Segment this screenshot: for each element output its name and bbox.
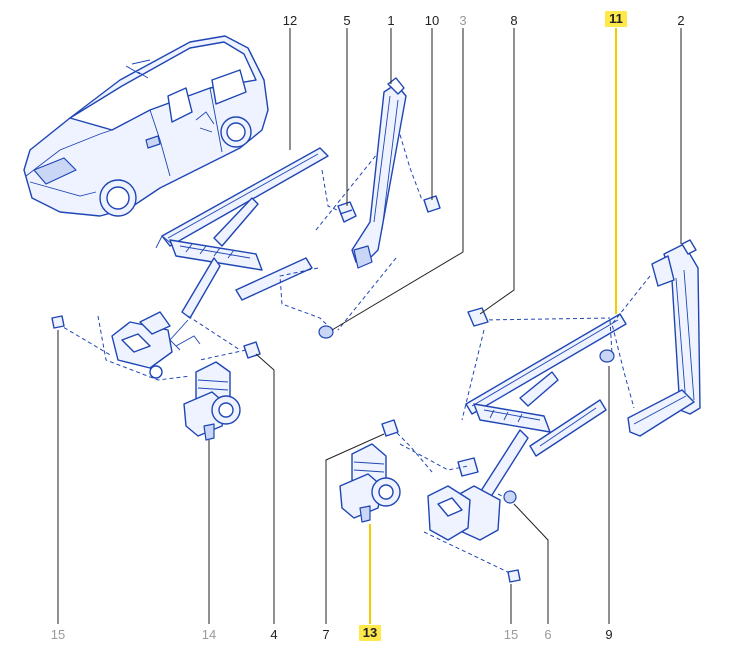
assembly-guide-lines-rear [391,275,651,575]
screw-7-part [381,419,399,437]
callout-3[interactable]: 3 [459,13,467,28]
callout-15-front[interactable]: 15 [50,627,66,642]
screw-15-front-part [51,315,65,329]
bolt-5-part [337,201,357,223]
callout-12[interactable]: 12 [282,13,298,28]
callout-9[interactable]: 9 [605,627,613,642]
callout-10[interactable]: 10 [424,13,440,28]
window-regulator-front [111,147,329,379]
washer-6-part [503,490,517,504]
regulator-motor-front [183,361,241,441]
callout-6[interactable]: 6 [544,627,552,642]
screw-15-rear-part [507,569,521,583]
callout-1[interactable]: 1 [387,13,395,28]
door-glass-guide-rear [627,239,701,437]
washer-9-part [599,349,615,363]
callout-8[interactable]: 8 [510,13,518,28]
vehicle-illustration [23,35,269,217]
callout-4[interactable]: 4 [270,627,278,642]
washer-3-part [318,325,334,339]
callout-7[interactable]: 7 [322,627,330,642]
bolt-8-part [467,307,489,327]
callout-11[interactable]: 11 [605,11,627,27]
callout-leader-lines [57,28,682,624]
callout-15-rear[interactable]: 15 [503,627,519,642]
callout-14[interactable]: 14 [201,627,217,642]
callout-13[interactable]: 13 [359,625,381,641]
regulator-motor-rear [339,443,401,523]
callout-5[interactable]: 5 [343,13,351,28]
window-regulator-rear [427,313,627,541]
callout-2[interactable]: 2 [677,13,685,28]
door-glass-guide-front [351,77,407,269]
